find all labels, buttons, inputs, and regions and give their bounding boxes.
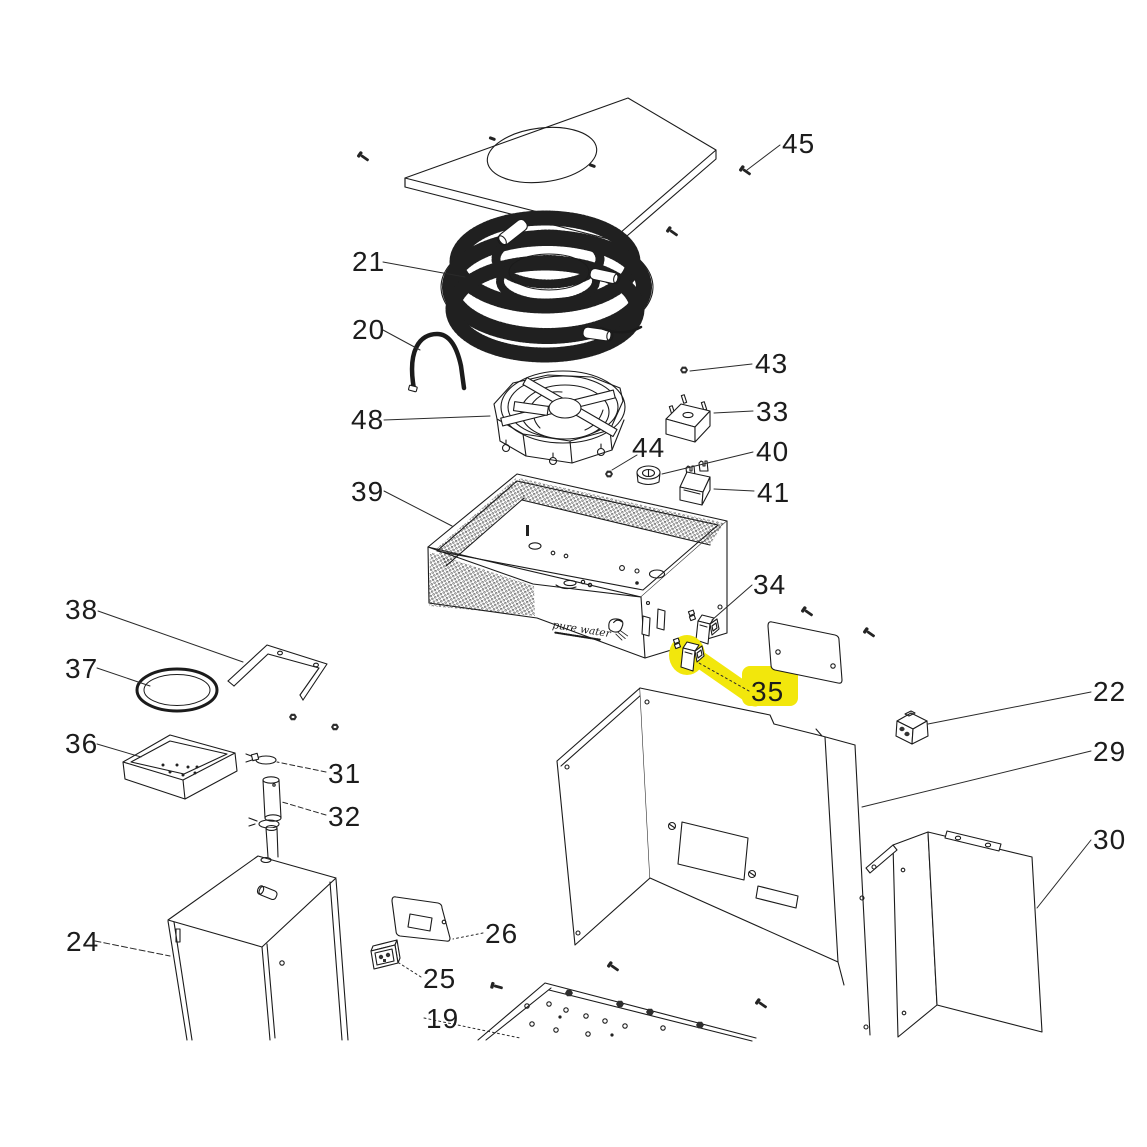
part-relay-box xyxy=(665,394,711,443)
part-rocker-switch-35 xyxy=(672,637,705,672)
part-push-nuts xyxy=(289,713,339,731)
part-label-29: 29 xyxy=(1093,736,1127,767)
part-base-plate xyxy=(477,961,767,1042)
tray-holes xyxy=(161,763,199,777)
part-corner-panel-24 xyxy=(167,855,349,1041)
part-connector-22 xyxy=(895,710,929,745)
part-tube-lower xyxy=(265,825,279,858)
base-screws xyxy=(490,961,767,1009)
part-chassis: pure water xyxy=(427,473,728,659)
part-label-35: 35 xyxy=(751,676,785,707)
part-bent-tube xyxy=(408,331,467,393)
part-label-31: 31 xyxy=(328,758,362,789)
part-cover-plate-26 xyxy=(391,896,451,942)
part-grommet xyxy=(636,465,661,486)
part-label-40: 40 xyxy=(756,436,790,467)
part-label-34: 34 xyxy=(753,569,787,600)
part-label-37: 37 xyxy=(65,653,99,684)
part-nut-44 xyxy=(605,470,613,478)
part-label-45: 45 xyxy=(782,128,816,159)
part-nut-43 xyxy=(680,366,688,374)
coil-tube-stubs xyxy=(497,218,621,342)
part-label-21: 21 xyxy=(352,246,386,277)
part-label-20: 20 xyxy=(352,314,386,345)
fan-feet xyxy=(501,439,606,466)
part-hose-clamp-lower xyxy=(248,817,280,829)
part-label-39: 39 xyxy=(351,476,385,507)
part-label-24: 24 xyxy=(66,926,100,957)
part-label-25: 25 xyxy=(423,963,457,994)
part-terminal-block xyxy=(679,460,711,506)
part-fan xyxy=(493,370,626,466)
chassis-slots xyxy=(641,600,666,637)
part-tube-32 xyxy=(262,776,282,822)
enclosure-cutout-screws xyxy=(667,821,757,879)
part-label-41: 41 xyxy=(757,477,791,508)
part-label-33: 33 xyxy=(756,396,790,427)
part-label-22: 22 xyxy=(1093,676,1127,707)
part-u-bracket xyxy=(227,644,328,701)
panel-30-tabs xyxy=(865,830,1002,874)
part-label-38: 38 xyxy=(65,594,99,625)
cover-fastener-marks xyxy=(488,136,596,168)
chassis-deck-holes xyxy=(526,525,723,610)
part-label-30: 30 xyxy=(1093,824,1127,855)
part-corner-panel-30 xyxy=(865,830,1043,1038)
part-iec-inlet xyxy=(370,939,401,970)
part-label-48: 48 xyxy=(351,404,385,435)
part-label-32: 32 xyxy=(328,801,362,832)
part-wrap-enclosure xyxy=(556,687,871,1036)
leader-lines xyxy=(94,144,1092,1039)
part-drip-tray xyxy=(122,734,238,800)
part-access-plate xyxy=(767,621,843,684)
screw-icons-top xyxy=(357,151,751,237)
base-plate-nuts xyxy=(565,989,704,1029)
access-plate-screws xyxy=(801,606,875,638)
part-hose-clamp-31 xyxy=(245,752,277,765)
base-plate-holes xyxy=(524,1001,666,1037)
part-label-36: 36 xyxy=(65,728,99,759)
part-label-43: 43 xyxy=(755,348,789,379)
part-condenser-coil xyxy=(440,210,654,363)
part-label-26: 26 xyxy=(485,918,519,949)
panel-pipe-stub xyxy=(256,885,278,901)
part-label-19: 19 xyxy=(426,1003,460,1034)
part-o-ring xyxy=(135,667,219,713)
part-label-44: 44 xyxy=(632,432,666,463)
